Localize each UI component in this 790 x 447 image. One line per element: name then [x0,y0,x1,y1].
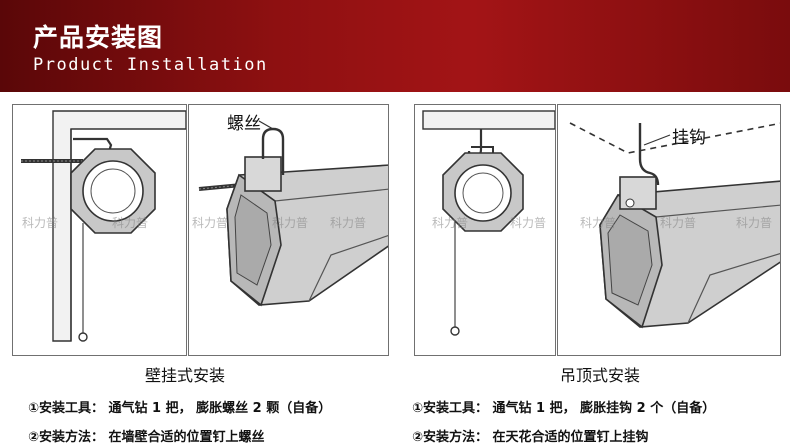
wall-caption: 壁挂式安装 [145,366,226,385]
wall-side-diagram [12,104,187,356]
ceiling-method-text: ②安装方法： 在天花合适的位置钉上挂钩 [412,430,649,445]
watermark: 科力普 [580,216,617,230]
ceiling-side-diagram [414,104,556,356]
wall-bracket-illustration [21,110,186,342]
page-subtitle: Product Installation [33,55,268,75]
wall-tools-text: ①安装工具： 通气钻 1 把， 膨胀螺丝 2 颗（自备） [28,401,332,416]
watermark: 科力普 [272,216,309,230]
wall-method-text: ②安装方法： 在墙壁合适的位置钉上螺丝 [28,430,265,445]
header-banner: 产品安装图 Product Installation [0,0,790,92]
wall-perspective-diagram: 螺丝 [188,104,389,356]
watermark: 科力普 [736,216,773,230]
watermark: 科力普 [112,216,149,230]
wall-housing-illustration [198,120,388,307]
ceiling-hook-illustration [422,110,555,336]
watermark: 科力普 [660,216,697,230]
page-title: 产品安装图 [33,23,164,52]
wall-callout-label: 螺丝 [227,114,261,134]
ceiling-callout-label: 挂钩 [672,128,706,148]
watermark: 科力普 [432,216,469,230]
ceiling-perspective-diagram: 挂钩 [557,104,781,356]
watermark: 科力普 [510,216,547,230]
ceiling-caption: 吊顶式安装 [560,366,641,385]
watermark: 科力普 [192,216,229,230]
watermark: 科力普 [22,216,59,230]
ceiling-housing-illustration [569,122,780,329]
ceiling-tools-text: ①安装工具： 通气钻 1 把， 膨胀挂钩 2 个（自备） [412,401,716,416]
watermark: 科力普 [330,216,367,230]
